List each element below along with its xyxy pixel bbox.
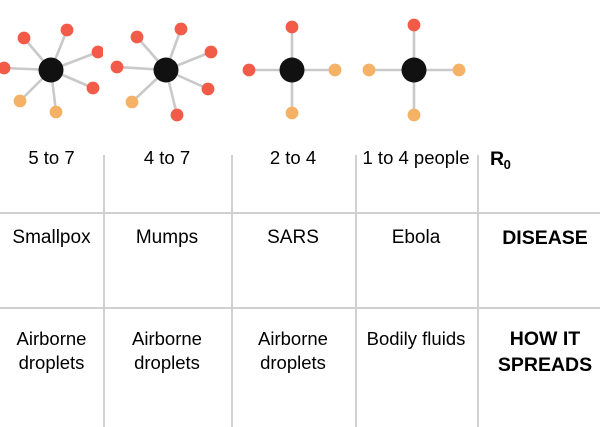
infected-node	[170, 108, 184, 121]
row-label-spreads-text: HOW IT SPREADS	[497, 328, 593, 376]
mumps-spread-diagram	[110, 22, 218, 121]
row-divider-1	[0, 212, 600, 214]
infected-node	[0, 61, 11, 74]
infected-node	[86, 81, 100, 94]
infected-node	[130, 30, 144, 43]
row-label-r0-text: R0	[477, 146, 600, 172]
disease-name-text: Smallpox	[12, 227, 91, 248]
row-label-spreads: HOW IT SPREADS	[477, 307, 600, 427]
spreads-cell-4: Bodily fluids	[355, 307, 477, 427]
column-divider-4	[477, 155, 479, 427]
infected-node-light	[13, 94, 27, 107]
spread-diagram-cell-sars	[231, 0, 355, 143]
spread-diagram-cell-legend-empty	[477, 0, 600, 143]
spread-diagram-cell-mumps	[103, 0, 231, 143]
row-label-r0: R0	[477, 143, 600, 212]
source-hub-node	[279, 57, 305, 82]
spreads-cell-1: Airborne droplets	[0, 307, 103, 427]
r0-base: R	[490, 148, 505, 170]
infected-node	[242, 63, 256, 76]
r0-subscript: 0	[503, 157, 511, 172]
spreads-text: Airborne droplets	[16, 328, 87, 374]
infected-node	[201, 82, 215, 95]
source-hub-node	[38, 57, 64, 82]
row-divider-2	[0, 307, 600, 309]
r0-value-sars: 2 to 4	[231, 143, 355, 212]
infected-node	[60, 23, 74, 36]
spreads-text: Airborne droplets	[258, 328, 328, 374]
disease-cell-4: Ebola	[355, 212, 477, 307]
disease-name-text: SARS	[267, 227, 319, 248]
infected-node-light	[49, 105, 63, 118]
infected-node-light	[328, 63, 342, 76]
infected-node-light	[362, 63, 376, 76]
r0-value-text: 5 to 7	[28, 147, 75, 168]
spreads-text: Bodily fluids	[366, 328, 466, 349]
r0-value-smallpox: 5 to 7	[0, 143, 103, 212]
infected-node-light	[285, 106, 299, 119]
source-hub-node	[401, 57, 427, 82]
sars-spread-diagram	[242, 20, 342, 119]
disease-cell-3: SARS	[231, 212, 355, 307]
column-divider-1	[103, 155, 105, 427]
disease-name-text: Ebola	[391, 227, 441, 248]
disease-cell-1: Smallpox	[0, 212, 103, 307]
infected-node	[91, 45, 103, 58]
row-label-disease: DISEASE	[477, 212, 600, 307]
source-hub-node	[153, 57, 179, 82]
infected-node	[204, 45, 218, 58]
infected-node	[17, 31, 31, 44]
r0-value-text: 1 to 4 people	[362, 147, 470, 168]
infected-node	[285, 20, 299, 33]
smallpox-spread-diagram	[0, 23, 103, 118]
r0-value-ebola: 1 to 4 people	[355, 143, 477, 212]
infected-node	[407, 18, 421, 31]
spread-diagram-cell-smallpox	[0, 0, 103, 143]
r0-value-text: 4 to 7	[143, 147, 191, 168]
r0-value-mumps: 4 to 7	[103, 143, 231, 212]
infected-node	[110, 60, 124, 73]
r0-value-text: 2 to 4	[269, 147, 317, 168]
row-label-disease-text: DISEASE	[502, 227, 588, 249]
column-divider-2	[231, 155, 233, 427]
infected-node-light	[407, 108, 421, 121]
spreads-text: Airborne droplets	[132, 328, 202, 374]
ebola-spread-diagram	[362, 18, 466, 121]
disease-name-text: Mumps	[135, 227, 199, 248]
infected-node-light	[452, 63, 466, 76]
spreads-cell-3: Airborne droplets	[231, 307, 355, 427]
column-divider-3	[355, 155, 357, 427]
spreads-cell-2: Airborne droplets	[103, 307, 231, 427]
infected-node	[174, 22, 188, 35]
infected-node-light	[125, 95, 139, 108]
spread-diagram-cell-ebola	[355, 0, 477, 143]
disease-cell-2: Mumps	[103, 212, 231, 307]
